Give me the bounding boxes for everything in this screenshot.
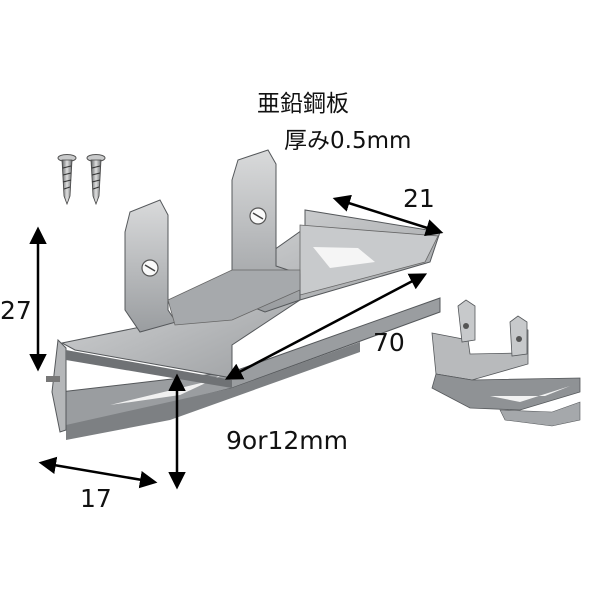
arrow-width <box>38 456 158 489</box>
dim-depth-label: 21 <box>403 184 435 213</box>
dim-height-label: 27 <box>0 296 32 325</box>
material-thickness: 厚み0.5mm <box>284 128 412 154</box>
dim-thickness-label: 9or12mm <box>226 426 348 455</box>
small-bracket <box>431 299 581 427</box>
arrow-depth <box>332 194 444 237</box>
screws-icon <box>57 154 106 206</box>
material-name: 亜鉛鋼板 <box>257 91 349 117</box>
main-bracket <box>46 149 441 440</box>
dim-length-label: 70 <box>373 328 405 357</box>
dim-width-label: 17 <box>80 484 112 513</box>
dimension-arrows <box>29 194 444 490</box>
arrow-length <box>224 273 428 380</box>
screw-icon <box>86 154 106 206</box>
screw-icon <box>57 154 77 206</box>
